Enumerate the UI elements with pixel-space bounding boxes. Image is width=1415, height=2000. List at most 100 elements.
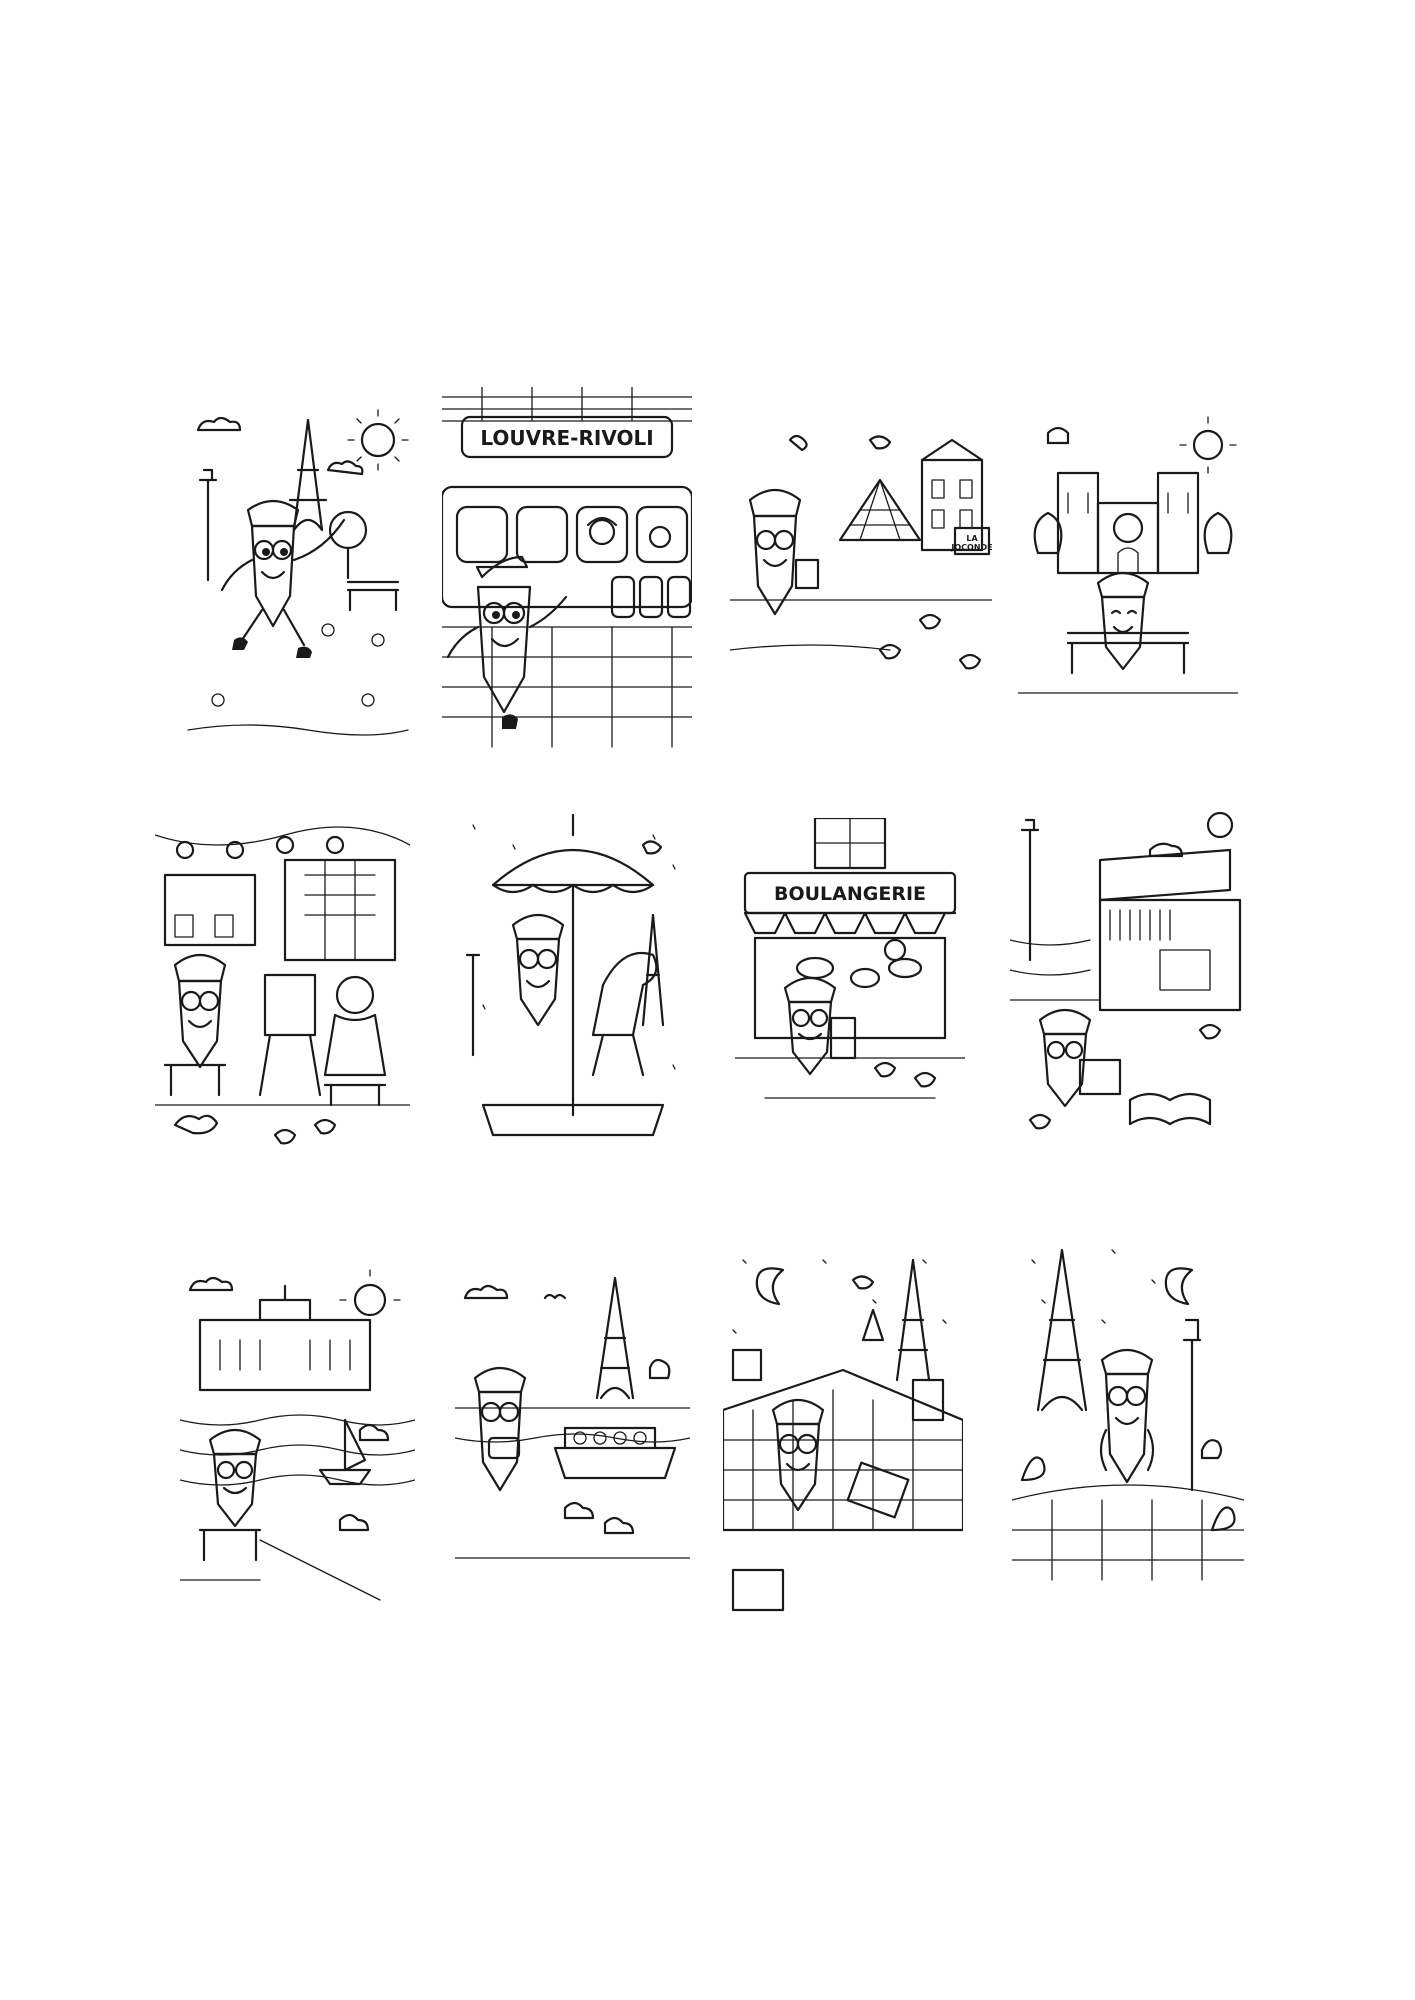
- bench-icon: [346, 580, 400, 612]
- joconde-sign-line: LA: [966, 534, 978, 543]
- station-sign-text: LOUVRE-RIVOLI: [480, 426, 653, 450]
- window-icon: [731, 1568, 785, 1612]
- book-stall: [1098, 898, 1242, 1012]
- metro-illustration: LOUVRE-RIVOLI: [442, 387, 692, 748]
- bakery-illustration: BOULANGERIE: [735, 818, 965, 1099]
- bird-icon: [788, 434, 808, 452]
- pencil-character: [476, 585, 532, 714]
- pencil-cap: [475, 555, 529, 579]
- shop-window: [753, 936, 947, 1040]
- cat-icon: [173, 1114, 219, 1135]
- cloud-icon: [196, 416, 242, 432]
- pencil-character: [1104, 1372, 1150, 1484]
- palace-icon: [198, 1318, 372, 1392]
- moon-icon: [1206, 811, 1234, 839]
- scarf: [1099, 1428, 1155, 1472]
- open-book-icon: [1128, 1092, 1212, 1126]
- pencil-cap: [1038, 1008, 1092, 1036]
- sailboat-icon: [318, 1418, 372, 1486]
- building-icon: [920, 458, 984, 552]
- coloring-page-notre-dame: [1018, 413, 1238, 713]
- coloring-page-seine-boat: [455, 1268, 690, 1600]
- bird-icon: [543, 1293, 567, 1300]
- joconde-sign: [953, 526, 991, 556]
- pencil-character: [787, 1000, 833, 1076]
- eiffel-tower-icon: [288, 418, 328, 532]
- book-icon: [1078, 1058, 1122, 1096]
- lamp-post-icon: [465, 953, 481, 1057]
- pencil-character: [1042, 1032, 1088, 1108]
- sun-icon: [1192, 429, 1224, 461]
- flower-icon: [321, 623, 335, 637]
- bouquinistes-illustration: [1010, 811, 1242, 1130]
- easel-icon: [258, 973, 322, 1097]
- metro-train: [442, 485, 692, 609]
- pencil-cap: [1096, 571, 1150, 599]
- cat-icon: [648, 1358, 671, 1380]
- rooftops-illustration: [723, 1258, 963, 1612]
- chair-icon: [198, 1528, 262, 1562]
- lantern-icon: [175, 840, 195, 860]
- bird-icon: [873, 1061, 937, 1088]
- pencil-cap: [511, 913, 565, 941]
- pencil-character: [1100, 595, 1146, 671]
- coloring-page-bouquinistes: [1010, 800, 1245, 1145]
- eiffel-night-illustration: [1012, 1248, 1244, 1581]
- duck-icon: [358, 1423, 390, 1442]
- cloud-icon: [188, 1276, 234, 1292]
- eiffel-tower-icon: [895, 1258, 931, 1382]
- drawing-paper: [846, 1461, 910, 1519]
- duck-icon: [563, 1501, 635, 1535]
- luxembourg-illustration: [180, 1269, 415, 1601]
- notre-dame-illustration: [1018, 416, 1238, 694]
- lamp-post-icon: [198, 468, 218, 582]
- bell-icon: [1046, 426, 1070, 445]
- awning: [743, 911, 957, 935]
- eiffel-tower-icon: [595, 1276, 635, 1400]
- pencil-character: [177, 979, 223, 1069]
- coloring-page-luxembourg: [180, 1260, 415, 1605]
- pencil-cap: [173, 953, 227, 983]
- pencil-character: [477, 1390, 523, 1492]
- pencil-character: [250, 524, 296, 628]
- eiffel-tower-icon: [641, 913, 665, 1027]
- bread-icon: [795, 956, 835, 980]
- joconde-sign-line: JOCONDE: [950, 543, 992, 552]
- roof: [723, 1368, 963, 1532]
- bird-icon: [641, 840, 663, 855]
- carousel-roof: [491, 813, 655, 887]
- coloring-page-painter: [155, 805, 410, 1175]
- pencil-character: [212, 1452, 258, 1528]
- book-stall-lid: [1098, 848, 1232, 902]
- lamp-post-icon: [1020, 818, 1040, 962]
- pencil-character: [515, 937, 561, 1027]
- coloring-page-bakery: BOULANGERIE: [735, 818, 965, 1118]
- building-icon: [163, 873, 257, 947]
- painter-head: [335, 975, 375, 1015]
- pencil-character: [775, 1422, 821, 1512]
- bakery-sign-text: BOULANGERIE: [774, 883, 926, 905]
- eiffel-tower-icon: [1036, 1248, 1088, 1412]
- coloring-page-eiffel-night: [1012, 1240, 1244, 1610]
- cathedral-tower-left: [1056, 471, 1100, 575]
- pencil-cap: [748, 488, 802, 518]
- camera-icon: [487, 1436, 521, 1460]
- pencil-cap: [771, 1398, 825, 1426]
- seine-boat-illustration: [455, 1276, 690, 1559]
- stool-icon: [163, 1063, 227, 1097]
- bird-icon: [1028, 1023, 1222, 1130]
- cat-icon: [1200, 1439, 1223, 1460]
- bird-icon: [851, 1275, 875, 1290]
- seat-icon: [610, 575, 636, 619]
- coloring-page-carousel: [453, 805, 693, 1165]
- chimney-icon: [731, 1348, 763, 1382]
- moon-icon: [1164, 1267, 1194, 1306]
- horse-icon: [591, 951, 658, 1037]
- cathedral-tower-right: [1156, 471, 1200, 575]
- cloud-icon: [463, 1284, 509, 1300]
- station-sign: [460, 415, 674, 459]
- carousel-illustration: [465, 813, 676, 1137]
